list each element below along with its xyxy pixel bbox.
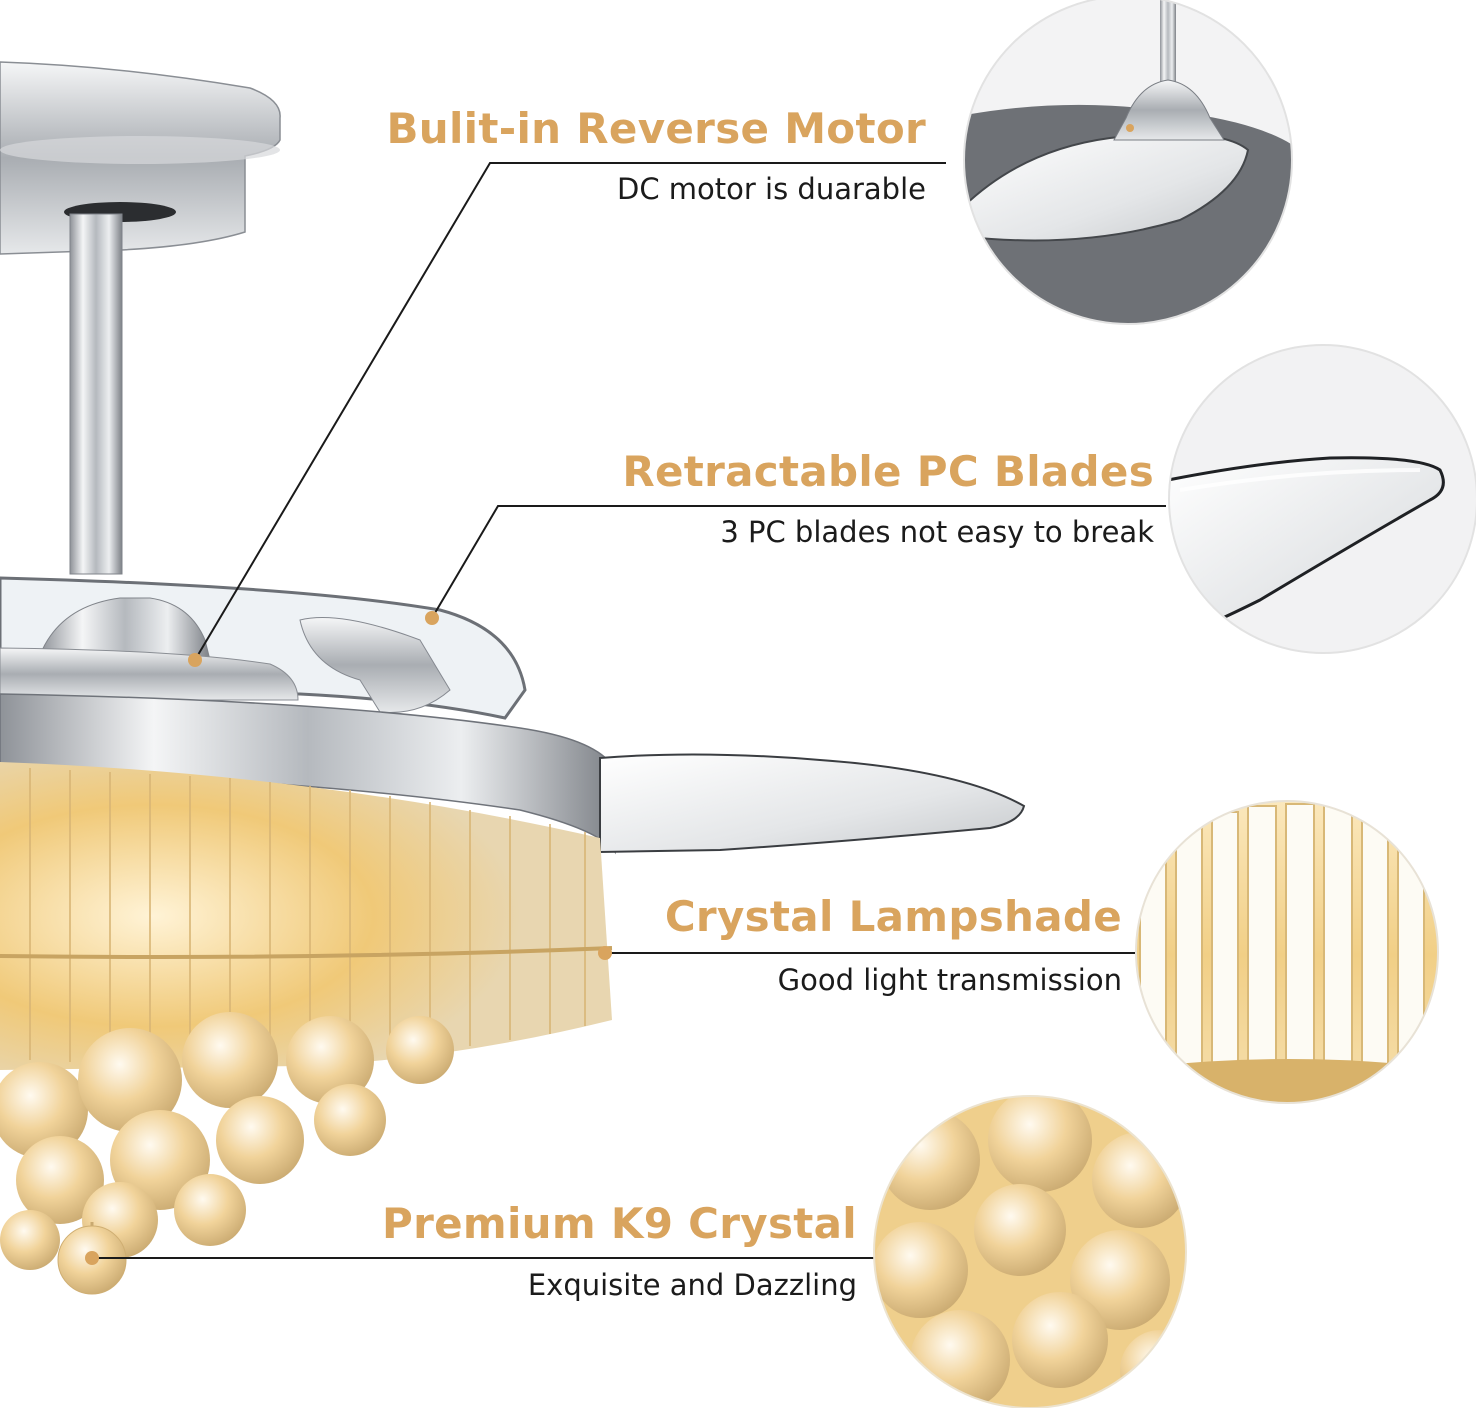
crystal-balls-detail-circle [873,1095,1187,1408]
feature-title-motor: Bulit-in Reverse Motor [386,104,926,153]
feature-subtitle-blades: 3 PC blades not easy to break [720,515,1154,549]
feature-title-lampshade: Crystal Lampshade [664,892,1122,941]
lampshade-detail-circle [1135,800,1439,1104]
ceiling-fan-illustration [0,61,1026,1295]
blade-detail-circle [1168,344,1476,654]
feature-subtitle-crystal: Exquisite and Dazzling [527,1268,857,1302]
feature-subtitle-motor: DC motor is duarable [617,172,926,206]
callout-leaders [92,162,1166,1259]
callout-anchor-dots [85,611,612,1265]
feature-title-crystal: Premium K9 Crystal [382,1199,857,1248]
feature-subtitle-lampshade: Good light transmission [777,963,1122,997]
feature-title-blades: Retractable PC Blades [622,447,1154,496]
motor-detail-circle [963,0,1293,325]
